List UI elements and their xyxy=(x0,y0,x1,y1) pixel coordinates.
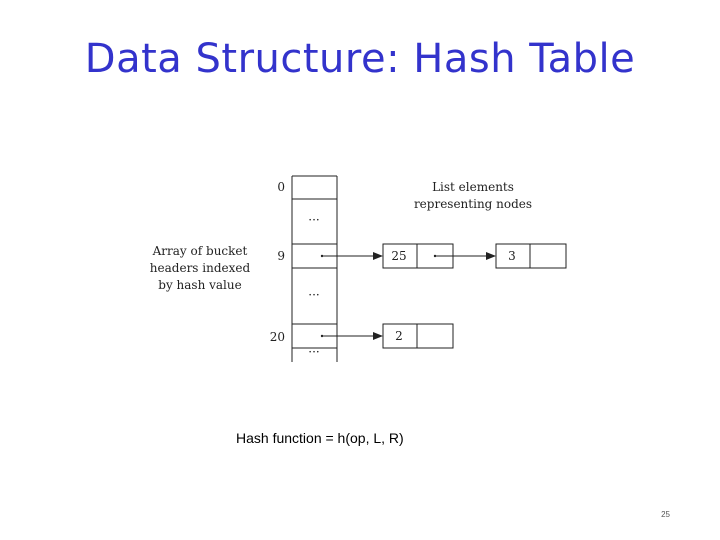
list-label-line-1: List elements xyxy=(432,180,514,194)
bucket-ellipsis: ··· xyxy=(308,345,319,359)
node-value: 25 xyxy=(391,249,406,263)
bucket-ellipsis: ··· xyxy=(308,288,319,302)
pointer-origin xyxy=(320,334,324,338)
array-label-line-1: Array of bucket xyxy=(152,244,248,258)
bucket-index-20: 20 xyxy=(270,330,285,344)
list-node xyxy=(382,323,454,349)
bucket-index-0: 0 xyxy=(277,180,285,194)
list-node xyxy=(495,243,567,269)
array-label-line-2: headers indexed xyxy=(150,261,251,275)
pointer-origin xyxy=(433,254,437,258)
page-number: 25 xyxy=(661,510,670,519)
pointer-origin xyxy=(320,254,324,258)
node-value: 2 xyxy=(395,329,403,343)
list-label-line-2: representing nodes xyxy=(414,197,532,211)
array-label-line-3: by hash value xyxy=(158,278,241,292)
node-value: 3 xyxy=(508,249,516,263)
bucket-array xyxy=(291,175,338,362)
bucket-index-9: 9 xyxy=(277,249,285,263)
slide-title: Data Structure: Hash Table xyxy=(84,36,636,82)
hash-function-caption: Hash function = h(op, L, R) xyxy=(236,430,404,446)
bucket-ellipsis: ··· xyxy=(308,213,319,227)
